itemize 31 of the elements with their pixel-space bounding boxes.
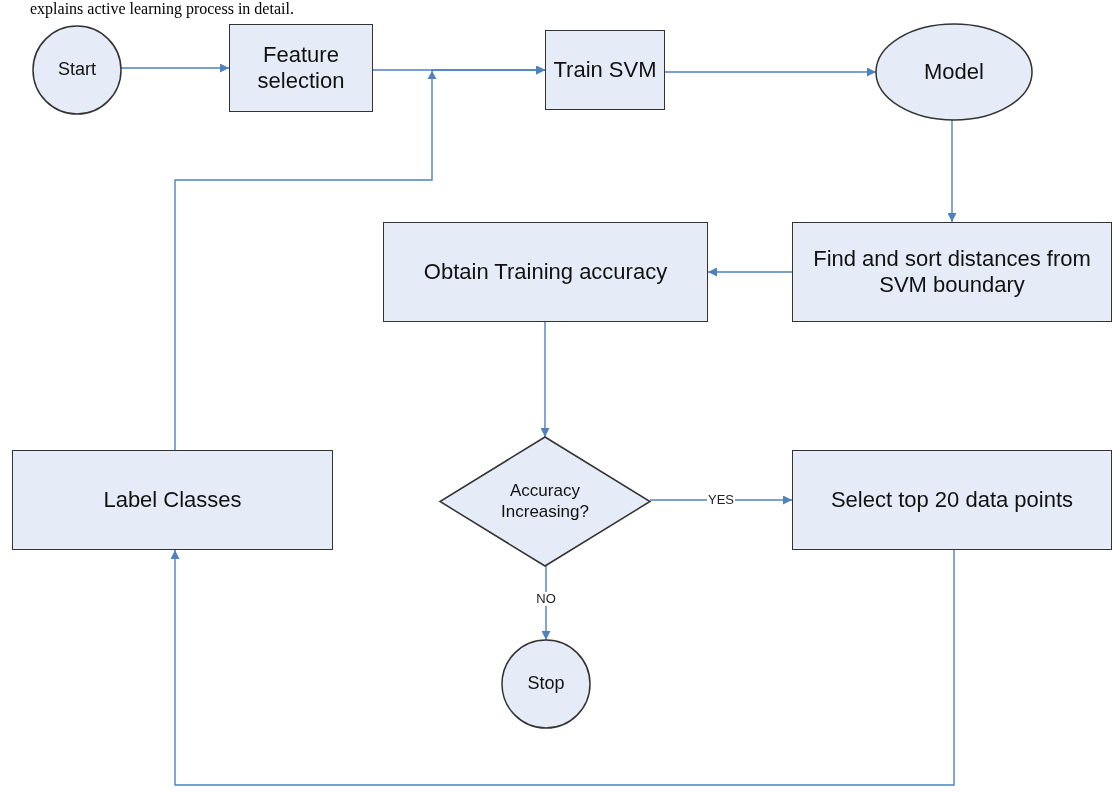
edge-label: NO [535,592,557,607]
arrow [664,67,877,77]
process-box [792,450,1112,550]
node-label: Model [924,58,984,86]
arrow [174,65,546,451]
arrow [170,549,955,786]
node-label: Stop [527,673,565,695]
node-label: Select top 20 data points [830,486,1074,514]
arrow [541,565,551,641]
edge-label: YES [707,493,735,507]
arrow [947,119,957,223]
node-label: Accuracy Increasing? [500,481,590,522]
arrow [120,63,230,73]
node-label: Find and sort distances from SVM boundary [812,245,1092,299]
arrow [540,321,550,438]
terminal-circle [33,26,121,114]
process-box [792,222,1112,322]
terminal-circle [502,640,590,728]
node-label: Label Classes [103,486,242,514]
node-label: Start [58,59,96,81]
model-ellipse [876,24,1032,120]
process-box [229,24,373,112]
node-label: Feature selection [256,41,346,95]
node-label: Train SVM [553,56,657,84]
caption-text: explains active learning process in detail. [30,0,294,18]
process-box [12,450,333,550]
decision-diamond [440,437,650,566]
node-label: Obtain Training accuracy [423,258,668,286]
process-box [383,222,708,322]
process-box [545,30,665,110]
arrow [707,267,793,277]
